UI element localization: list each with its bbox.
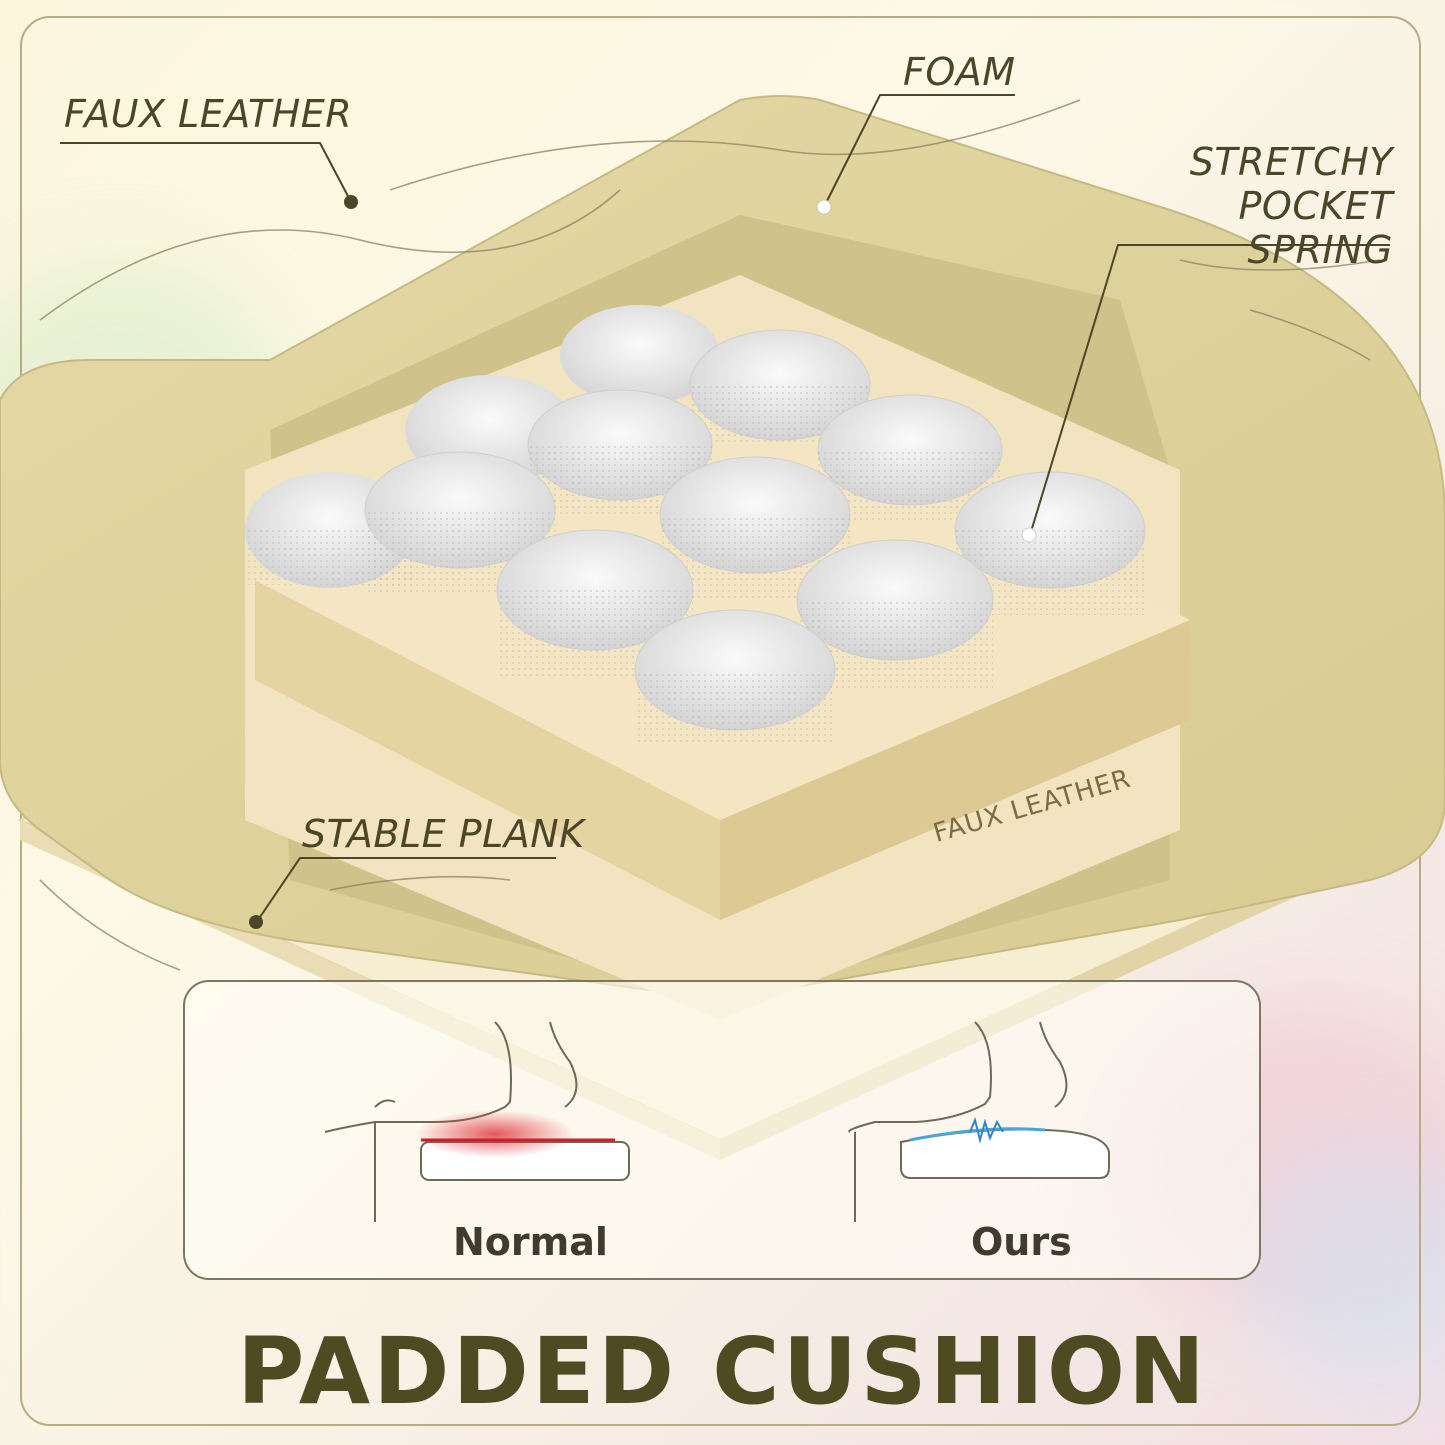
comparison-diagrams xyxy=(324,1021,1110,1222)
comparison-card: Normal Ours xyxy=(183,980,1261,1280)
pressure-wave-icon xyxy=(415,1110,575,1158)
leader-dot-icon xyxy=(249,915,263,929)
decorative-lines xyxy=(39,99,1381,971)
ours-label: Ours xyxy=(971,1220,1072,1264)
label-faux-leather: FAUX LEATHER xyxy=(64,92,353,136)
pocket-spring-array xyxy=(245,305,1146,745)
background-glow-blue xyxy=(1250,1150,1445,1390)
leader-lines xyxy=(60,94,1390,921)
ours-diagram xyxy=(848,1021,1110,1222)
leg-outline-icon xyxy=(848,1021,992,1133)
leader-dot-icon xyxy=(816,199,832,215)
spring-coil-icon xyxy=(634,609,836,745)
leader-dot-icon xyxy=(344,195,358,209)
pressure-wave-icon xyxy=(969,1116,1004,1144)
spring-coil-icon xyxy=(560,305,720,405)
leader-dot-icon xyxy=(1021,527,1037,543)
spring-coil-icon xyxy=(817,394,1003,520)
headline-title: PADDED CUSHION xyxy=(236,1318,1209,1425)
normal-diagram xyxy=(324,1021,630,1222)
label-pocket-spring: STRETCHY POCKET SPRING xyxy=(1189,140,1393,272)
normal-label: Normal xyxy=(453,1220,608,1264)
label-foam: FOAM xyxy=(903,50,1016,94)
label-stable-plank: STABLE PLANK xyxy=(302,812,585,856)
